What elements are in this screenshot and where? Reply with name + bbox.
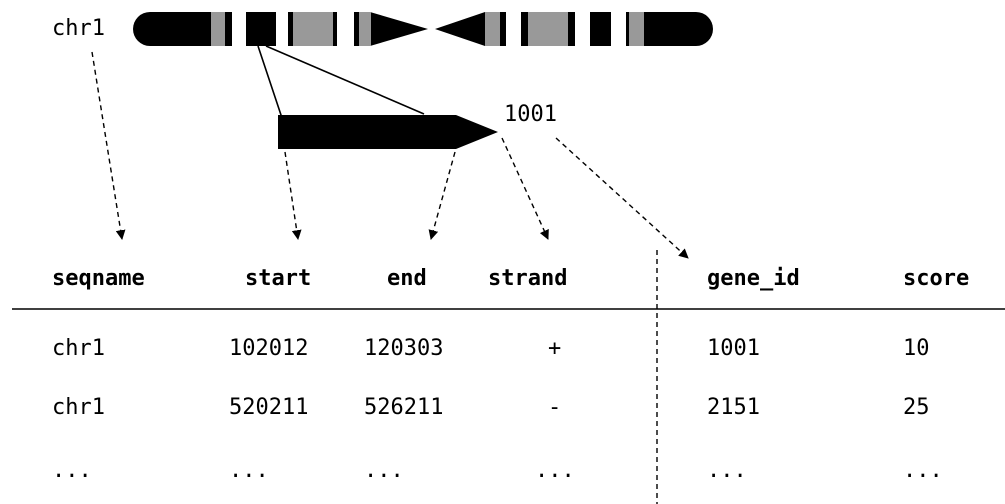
start-pointer-arrow	[284, 151, 302, 240]
table-cell: ...	[903, 458, 943, 483]
column-header-strand: strand	[488, 266, 568, 291]
table-cell: 102012	[229, 336, 309, 361]
end-pointer-arrow	[428, 151, 456, 240]
column-header-end: end	[387, 266, 427, 291]
table-cell: ...	[707, 458, 747, 483]
strand-pointer-arrow	[501, 137, 549, 240]
chromosome-left-arm	[133, 12, 428, 46]
column-header-seqname: seqname	[52, 266, 145, 291]
table-cell: +	[548, 336, 562, 361]
table-cell: ...	[364, 458, 404, 483]
table-cell: ...	[229, 458, 269, 483]
gene-id-pointer-arrow	[555, 137, 689, 259]
zoom-lines	[257, 45, 425, 119]
table-cell: chr1	[52, 395, 105, 420]
seqname-pointer-arrow	[91, 51, 126, 240]
column-header-gene-id: gene_id	[707, 266, 800, 291]
pointer-arrows	[91, 51, 689, 259]
chromosome-right-arm	[435, 12, 713, 46]
table-cell: chr1	[52, 336, 105, 361]
table-cell: 2151	[707, 395, 760, 420]
table-cell: ...	[535, 458, 575, 483]
table-cell: 526211	[364, 395, 444, 420]
column-header-score: score	[903, 266, 970, 291]
table-cell: -	[548, 395, 562, 420]
feature-arrow	[278, 115, 498, 149]
table-cell: ...	[52, 458, 92, 483]
chromosome-label: chr1	[52, 16, 105, 41]
table-cell: 1001	[707, 336, 760, 361]
table-cell: 120303	[364, 336, 444, 361]
table-cell: 520211	[229, 395, 309, 420]
gene-id-label: 1001	[504, 102, 557, 127]
table-cell: 10	[903, 336, 930, 361]
column-header-start: start	[245, 266, 312, 291]
table-cell: 25	[903, 395, 930, 420]
